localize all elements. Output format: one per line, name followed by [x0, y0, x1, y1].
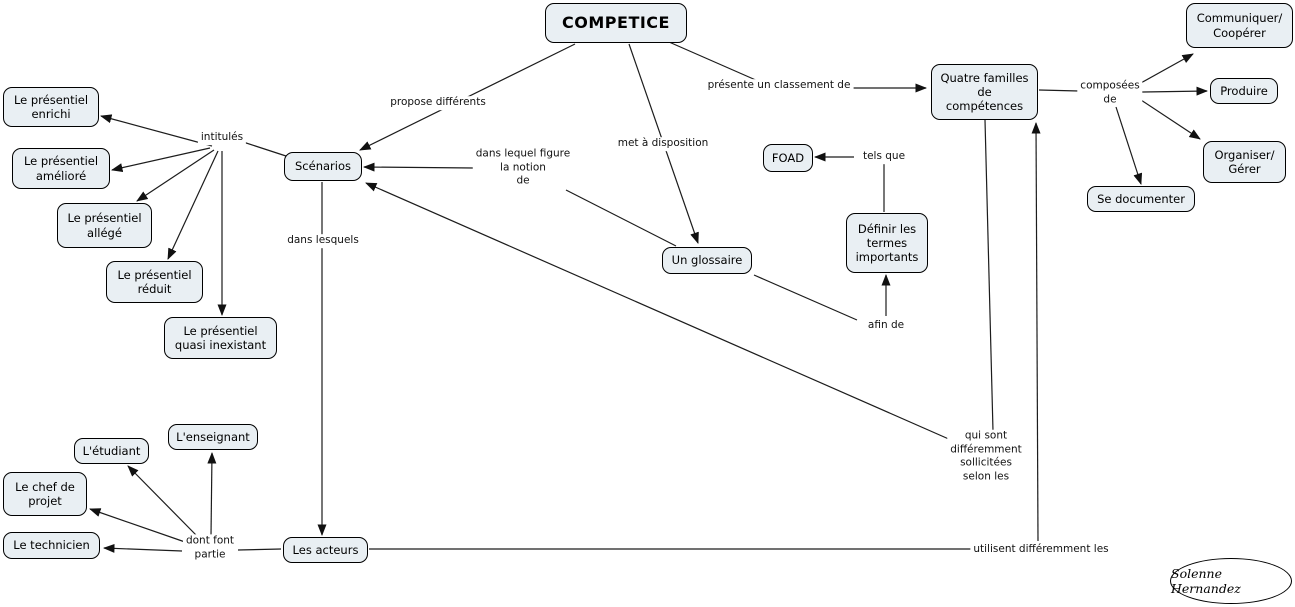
node-se-documenter[interactable]: Se documenter: [1087, 186, 1195, 212]
link-label-composees-de: composées de: [1077, 79, 1143, 107]
edge-dont-font-partie-to-etudiant: [127, 465, 198, 537]
link-label-tels-que: tels que: [859, 150, 909, 164]
node-les-acteurs[interactable]: Les acteurs: [283, 537, 368, 563]
node-presentiel-enrichi[interactable]: Le présentiel enrichi: [3, 87, 99, 127]
edge-competice-to-presente-un-classement-de: [668, 41, 759, 82]
link-label-presente-un-classement-de: présente un classement de: [704, 79, 854, 93]
edge-quatre-familles-to-qui-sont-sollicitees: [984, 119, 994, 432]
node-enseignant[interactable]: L'enseignant: [168, 424, 258, 450]
edge-dont-font-partie-to-technicien: [103, 543, 183, 553]
node-chef-de-projet[interactable]: Le chef de projet: [3, 472, 87, 516]
edge-intitules-to-presentiel-allege: [136, 149, 215, 202]
edge-composees-de-to-organiser-gerer: [1140, 99, 1201, 140]
link-label-intitules: intitulés: [197, 131, 247, 145]
author-signature-ellipse: Solenne Hernandez: [1170, 558, 1292, 604]
link-label-dont-font-partie: dont font partie: [182, 534, 238, 562]
edge-les-acteurs-to-dont-font-partie: [237, 548, 282, 551]
node-un-glossaire[interactable]: Un glossaire: [662, 247, 752, 274]
node-scenarios[interactable]: Scénarios: [284, 152, 362, 181]
node-presentiel-allege[interactable]: Le présentiel allégé: [57, 203, 152, 248]
node-presentiel-ameliore[interactable]: Le présentiel amélioré: [12, 148, 110, 189]
link-label-met-a-disposition: met à disposition: [614, 137, 712, 151]
node-organiser-gerer[interactable]: Organiser/ Gérer: [1203, 141, 1286, 183]
edge-composees-de-to-communiquer-cooperer: [1138, 53, 1194, 85]
edge-quatre-familles-to-composees-de: [1038, 89, 1080, 92]
author-signature-text: Solenne Hernandez: [1171, 566, 1241, 596]
link-label-propose-differents: propose différents: [387, 96, 489, 110]
link-label-afin-de: afin de: [864, 319, 908, 333]
edge-intitules-to-presentiel-reduit: [167, 150, 219, 260]
node-etudiant[interactable]: L'étudiant: [74, 438, 149, 464]
node-competice[interactable]: COMPETICE: [545, 3, 687, 43]
node-quatre-familles[interactable]: Quatre familles de compétences: [931, 64, 1038, 120]
node-technicien[interactable]: Le technicien: [3, 532, 100, 559]
edge-intitules-to-presentiel-ameliore: [111, 147, 211, 173]
node-produire[interactable]: Produire: [1210, 78, 1278, 104]
edge-utilisent-differemment-to-quatre-familles: [1031, 122, 1041, 542]
node-foad[interactable]: FOAD: [763, 144, 813, 172]
edge-composees-de-to-produire: [1141, 86, 1208, 96]
node-presentiel-reduit[interactable]: Le présentiel réduit: [106, 261, 203, 303]
edge-un-glossaire-to-afin-de: [753, 274, 858, 321]
node-presentiel-quasi-inexistant[interactable]: Le présentiel quasi inexistant: [164, 317, 277, 359]
edge-qui-sont-sollicitees-to-scenarios: [365, 182, 952, 441]
edge-intitules-to-presentiel-enrichi: [100, 114, 213, 147]
edge-scenarios-to-intitules: [239, 140, 287, 157]
link-label-dans-lequel-figure: dans lequel figure la notion de: [472, 147, 574, 189]
edge-dont-font-partie-to-chef-de-projet: [89, 508, 186, 543]
link-label-dans-lesquels: dans lesquels: [284, 234, 362, 248]
node-communiquer-cooperer[interactable]: Communiquer/ Coopérer: [1186, 3, 1293, 48]
node-definir-termes[interactable]: Définir les termes importants: [846, 213, 928, 273]
edge-dans-lequel-figure-to-scenarios: [363, 162, 475, 172]
edge-composees-de-to-se-documenter: [1115, 106, 1143, 185]
edge-un-glossaire-to-dans-lequel-figure: [565, 189, 677, 247]
edge-dont-font-partie-to-enseignant: [207, 452, 217, 537]
link-label-utilisent-differemment: utilisent différemment les: [970, 543, 1112, 557]
link-label-qui-sont-sollicitees: qui sont différemment sollicitées selon …: [947, 429, 1025, 485]
